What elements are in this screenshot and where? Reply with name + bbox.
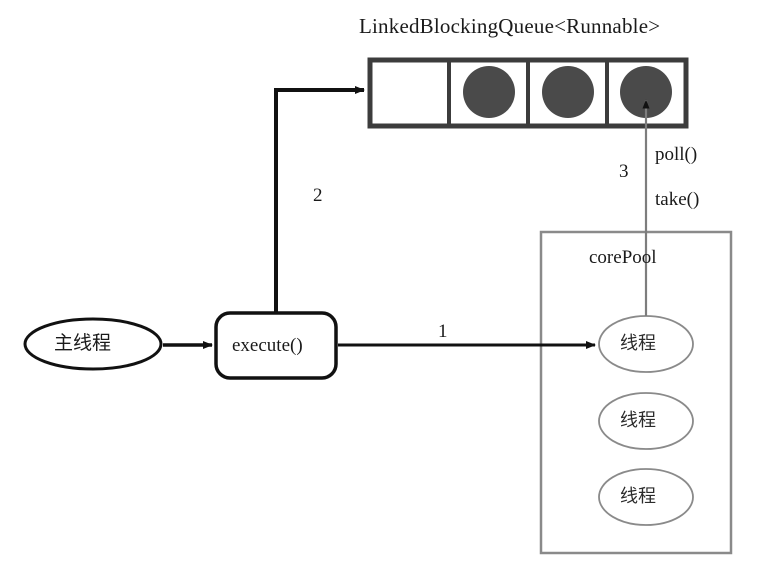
corepool-label: corePool — [589, 247, 657, 268]
step-1-label: 1 — [438, 321, 448, 342]
execute-label: execute() — [232, 335, 303, 356]
queued-task-circle — [542, 66, 594, 118]
main-thread-ellipse — [23, 317, 163, 371]
thread-ellipse — [598, 468, 694, 526]
main-thread-label: 主线程 — [54, 332, 112, 354]
thread-label: 线程 — [620, 486, 656, 507]
step-2-label: 2 — [313, 185, 323, 206]
corepool-box — [539, 230, 733, 555]
step-3-label: 3 — [619, 161, 629, 182]
queued-task-circle — [463, 66, 515, 118]
thread-label: 线程 — [620, 333, 656, 354]
thread-label: 线程 — [620, 410, 656, 431]
poll-method-label: poll() — [655, 144, 698, 165]
take-method-label: take() — [655, 189, 700, 210]
thread-ellipse — [598, 392, 694, 450]
arrow-execute-to-queue — [274, 86, 365, 313]
queue-title-label: LinkedBlockingQueue<Runnable> — [359, 14, 661, 38]
queued-task-circle — [620, 66, 672, 118]
